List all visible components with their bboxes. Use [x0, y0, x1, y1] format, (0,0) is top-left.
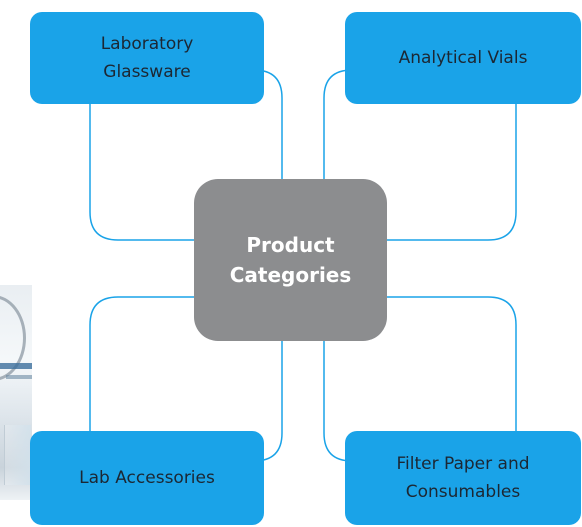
node-filter-line2: Consumables — [405, 482, 521, 502]
node-lab-accessories: Lab Accessories — [30, 431, 264, 525]
node-glassware-line2: Glassware — [103, 62, 191, 82]
node-laboratory-glassware: Laboratory Glassware — [30, 12, 264, 104]
center-line1: Product — [246, 233, 335, 257]
node-glassware-line1: Laboratory — [100, 34, 194, 54]
connector-vials — [386, 103, 517, 241]
node-accessories-label: Lab Accessories — [79, 468, 215, 488]
node-analytical-vials: Analytical Vials — [345, 12, 581, 104]
node-vials-label: Analytical Vials — [398, 48, 528, 68]
center-product-categories: Product Categories — [194, 179, 387, 341]
photo-rod-shape — [0, 363, 32, 369]
node-filter-paper: Filter Paper and Consumables — [345, 431, 581, 525]
connector-accessories — [89, 296, 195, 432]
center-line2: Categories — [229, 263, 352, 287]
lab-photo-fragment — [0, 285, 32, 500]
connector-glassware — [89, 103, 195, 241]
connector-filter — [386, 296, 517, 432]
node-filter-line1: Filter Paper and — [396, 454, 530, 474]
photo-glass-shape — [4, 425, 31, 485]
photo-rod-shape-2 — [6, 375, 32, 379]
